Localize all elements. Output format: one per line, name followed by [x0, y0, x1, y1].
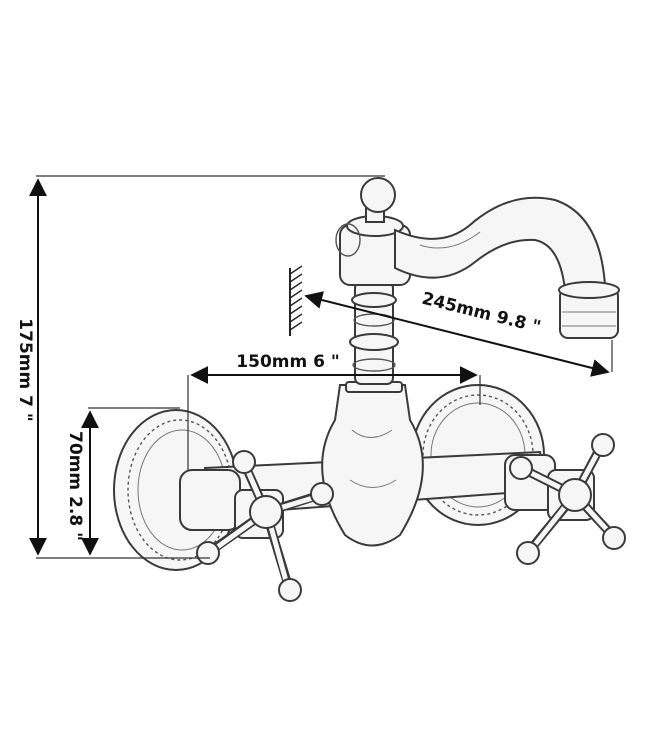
spout-top [335, 177, 411, 286]
right-cross-handle [504, 433, 626, 565]
spout-arm [394, 196, 607, 292]
vertical-column [349, 281, 399, 385]
height-total-label: 175mm 7 " [15, 318, 35, 421]
spacing-label: 150mm 6 " [236, 352, 339, 372]
center-body [321, 381, 424, 547]
spout-reach-arrow [304, 291, 610, 377]
faucet-illustration [113, 177, 626, 602]
wall-hatch [289, 265, 303, 336]
dimension-lines [29, 175, 613, 559]
left-cross-handle [179, 450, 334, 602]
spout-aerator [558, 281, 620, 339]
flange-height-label: 70mm 2.8 " [65, 431, 85, 541]
